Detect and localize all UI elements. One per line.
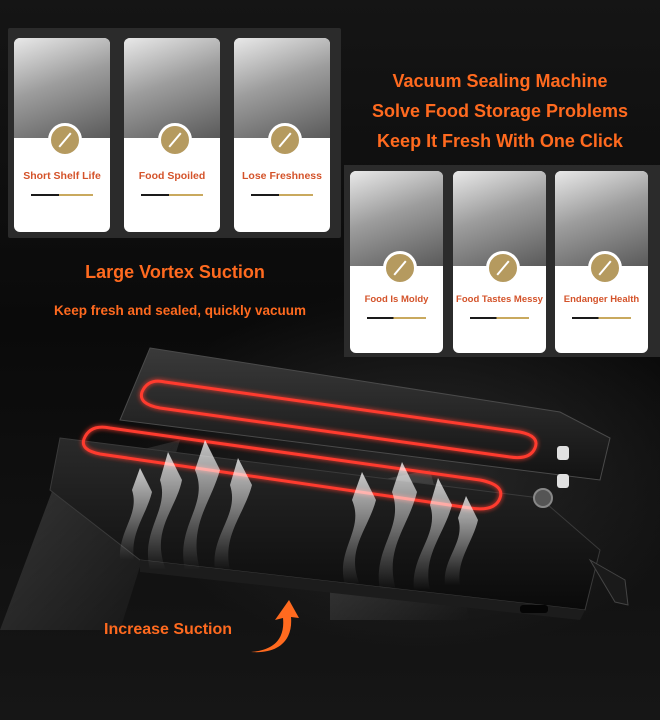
card-short-shelf-life: Short Shelf Life — [14, 38, 110, 232]
curved-arrow-up-icon — [251, 600, 299, 653]
divider-bar — [571, 317, 632, 319]
moldy-food-photo — [350, 171, 443, 266]
knife-badge-icon — [158, 123, 192, 157]
knife-badge-icon — [268, 123, 302, 157]
headline-line-2: Solve Food Storage Problems — [371, 101, 629, 121]
wind-arrow-icon — [183, 440, 220, 570]
card-label: Food Spoiled — [138, 170, 206, 182]
stressed-person-photo — [555, 171, 648, 266]
food-containers-photo — [14, 38, 110, 138]
card-food-is-moldy: Food Is Moldy — [350, 171, 443, 353]
card-label: Food Tastes Messy — [456, 294, 543, 305]
machine-foot — [520, 605, 548, 613]
wind-arrow-icon — [413, 478, 452, 590]
divider-bar — [31, 194, 93, 196]
card-label: Endanger Health — [563, 294, 640, 305]
card-endanger-health: Endanger Health — [555, 171, 648, 353]
knife-badge-icon — [382, 251, 417, 285]
wind-arrow-icon — [147, 452, 182, 570]
divider-bar — [141, 194, 203, 196]
wind-arrow-icon — [342, 472, 376, 585]
vacuum-sealer-illustration — [0, 347, 629, 630]
card-food-spoiled: Food Spoiled — [124, 38, 220, 232]
wind-arrow-icon — [444, 496, 478, 585]
vegetables-photo — [234, 38, 330, 138]
control-button — [557, 474, 569, 488]
headline-line-3: Keep It Fresh With One Click — [377, 131, 623, 151]
headline-line-1: Vacuum Sealing Machine — [392, 71, 608, 91]
headline: Vacuum Sealing Machine Solve Food Storag… — [350, 66, 650, 156]
side-lever — [588, 558, 629, 606]
wind-arrow-icon — [119, 468, 152, 560]
card-label: Short Shelf Life — [23, 170, 101, 182]
increase-suction-caption: Increase Suction — [104, 621, 233, 638]
card-label: Food Is Moldy — [364, 294, 429, 305]
divider-bar — [251, 194, 313, 196]
divider-bar — [366, 317, 427, 319]
knife-badge-icon — [485, 251, 520, 285]
upper-seal-ring — [139, 379, 538, 460]
vacuum-port — [533, 488, 553, 508]
suction-arrows-left — [119, 440, 252, 570]
machine-lid — [119, 347, 611, 481]
control-button — [557, 446, 569, 460]
wind-arrow-icon — [214, 458, 252, 570]
card-lose-freshness: Lose Freshness — [234, 38, 330, 232]
feature-caption: Keep fresh and sealed, quickly vacuum — [53, 303, 307, 318]
knife-badge-icon — [587, 251, 622, 285]
card-food-tastes-messy: Food Tastes Messy — [453, 171, 546, 353]
wind-arrow-icon — [378, 462, 417, 590]
suction-arrows-right — [342, 462, 478, 590]
card-label: Lose Freshness — [242, 170, 322, 182]
feature-title: Large Vortex Suction — [85, 262, 265, 282]
divider-bar — [469, 317, 530, 319]
fridge-photo — [453, 171, 546, 266]
machine-front-face — [140, 560, 585, 620]
knife-badge-icon — [48, 123, 82, 157]
potatoes-photo — [124, 38, 220, 138]
